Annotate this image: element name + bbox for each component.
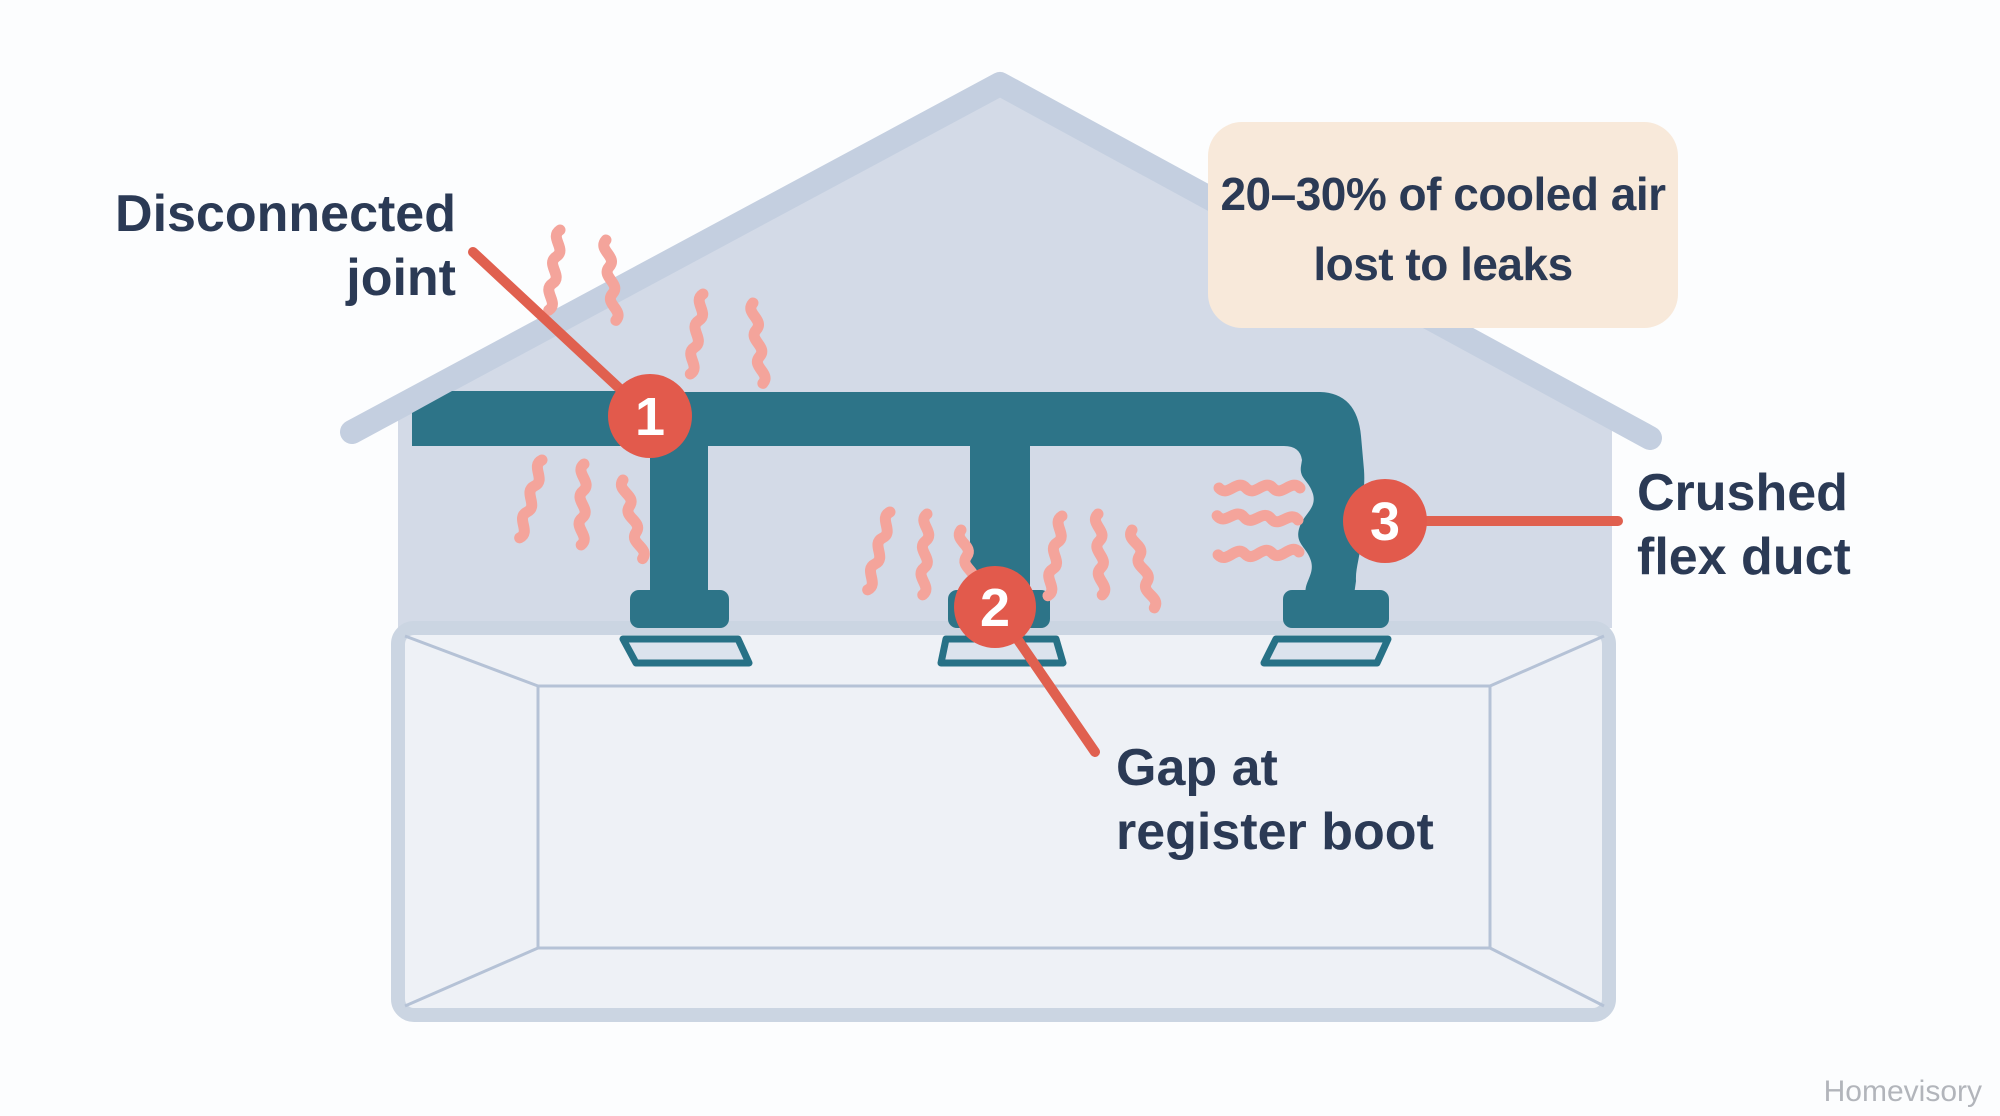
duct-trunk-left bbox=[412, 391, 632, 446]
room-perspective-lines bbox=[404, 634, 1605, 1008]
perspective-edge-top-left bbox=[404, 634, 539, 688]
stat-callout-line1: 20–30% of cooled air bbox=[1220, 168, 1666, 220]
marker-circle-3 bbox=[1343, 479, 1427, 563]
leader-line-2 bbox=[1013, 635, 1100, 757]
duct-trunk-right-crushed-flex bbox=[672, 392, 1365, 595]
marker-circle-2 bbox=[954, 566, 1036, 648]
stat-callout-box bbox=[1208, 122, 1678, 328]
label-crushed-flex-duct-line1: Crushed bbox=[1637, 464, 1848, 522]
numbered-markers: 1 2 3 bbox=[608, 374, 1427, 648]
register-boot-1 bbox=[630, 590, 729, 628]
label-gap-register-boot-line2: register boot bbox=[1116, 803, 1434, 861]
marker-number-1: 1 bbox=[635, 387, 665, 447]
register-boot-3 bbox=[1283, 590, 1389, 628]
register-vent-3 bbox=[1260, 635, 1392, 667]
stat-callout-line2: lost to leaks bbox=[1313, 238, 1572, 290]
perspective-edge-bottom-left bbox=[404, 946, 539, 1008]
label-gap-register-boot-line1: Gap at bbox=[1116, 739, 1278, 797]
room-back-wall bbox=[536, 684, 1492, 950]
duct-branch-1 bbox=[650, 446, 708, 598]
marker-number-2: 2 bbox=[980, 578, 1010, 638]
watermark: Homevisory bbox=[1824, 1075, 1982, 1108]
leader-line-1 bbox=[468, 247, 624, 393]
marker-circle-1 bbox=[608, 374, 692, 458]
label-disconnected-joint-line1: Disconnected bbox=[115, 185, 456, 243]
perspective-edge-bottom-right bbox=[1489, 946, 1605, 1008]
label-crushed-flex-duct-line2: flex duct bbox=[1637, 528, 1851, 586]
ceiling-registers bbox=[619, 635, 1392, 667]
register-vent-1 bbox=[619, 635, 753, 667]
leader-lines bbox=[468, 247, 1623, 757]
marker-number-3: 3 bbox=[1370, 492, 1400, 552]
perspective-edge-top-right bbox=[1489, 634, 1605, 688]
labels: Disconnected joint Gap at register boot … bbox=[115, 168, 1851, 861]
label-disconnected-joint-line2: joint bbox=[345, 249, 456, 307]
